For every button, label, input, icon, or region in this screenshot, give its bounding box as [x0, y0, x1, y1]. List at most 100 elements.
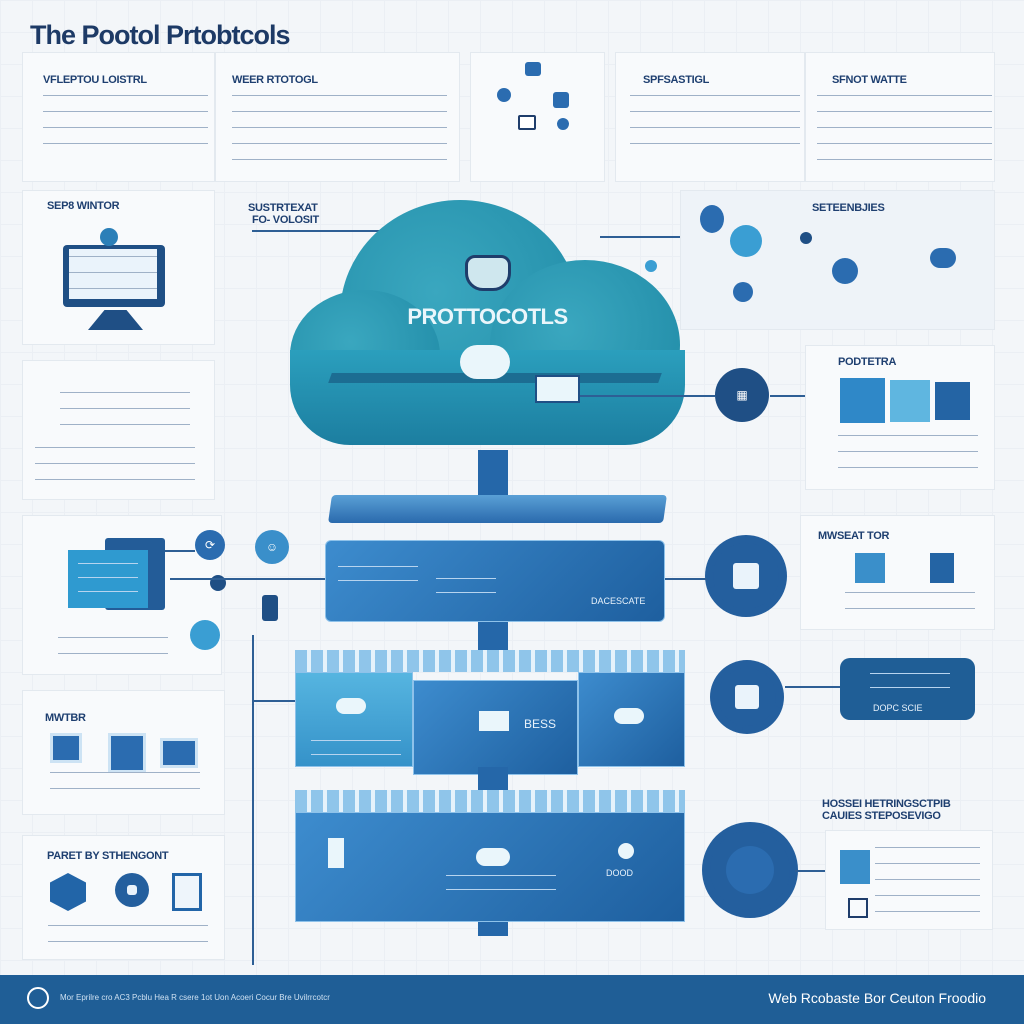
stack-layer-3-box — [578, 672, 685, 767]
text-lines — [58, 630, 168, 662]
connector — [770, 395, 830, 397]
connector — [785, 686, 842, 688]
footer-text: Mor Eprilre cro AC3 Pcblu Hea R csere 1o… — [60, 993, 330, 1002]
shield-icon — [465, 255, 511, 291]
monitor-icon — [518, 115, 536, 130]
bottom-right-heading: HOSSEI HETRINGSCTPIB — [822, 798, 951, 810]
gear-heading: MWSEAT TOR — [818, 530, 890, 542]
cloud-icon — [460, 345, 510, 379]
text-lines — [60, 385, 190, 425]
monitor-icon — [63, 245, 165, 307]
info-pill: DOPC SCIE — [840, 658, 975, 720]
node-icon — [733, 282, 753, 302]
checklist-icon — [172, 873, 202, 911]
connector — [252, 230, 422, 232]
gear-icon — [702, 822, 798, 918]
screen-icon — [840, 378, 885, 423]
text-lines — [35, 440, 195, 485]
server-icon — [525, 62, 541, 76]
gear-icon — [710, 660, 784, 734]
text-lines — [838, 428, 978, 478]
protocols-cloud: PROTTOCOTLS — [290, 200, 685, 450]
monitor-heading: SEP8 WINTOR — [47, 200, 120, 212]
monitor-stand — [88, 310, 143, 330]
gear-icon — [115, 873, 149, 907]
building-icon — [328, 838, 344, 868]
screen-icon — [890, 380, 930, 422]
stack-layer-4-top — [295, 790, 685, 812]
users-icon: ☺ — [255, 530, 289, 564]
network-heading: SETEENBJIES — [812, 202, 885, 214]
connector — [795, 870, 825, 872]
text-lines — [48, 918, 208, 950]
connector — [170, 578, 325, 580]
connector — [580, 395, 715, 397]
pillar — [478, 450, 508, 500]
person-icon — [700, 205, 724, 233]
text-lines — [630, 88, 800, 153]
hand-icon — [832, 258, 858, 284]
connector — [665, 578, 707, 580]
monitor-icon — [535, 375, 580, 403]
connector — [165, 550, 195, 552]
document-icon — [930, 553, 954, 583]
cloud-icon — [930, 248, 956, 268]
page-title: The Pootol Prtobtcols — [30, 20, 290, 50]
screen-icon — [848, 898, 868, 918]
node-icon — [557, 118, 569, 130]
footer: Mor Eprilre cro AC3 Pcblu Hea R csere 1o… — [0, 975, 1024, 1024]
stack-layer-3-box — [295, 672, 413, 767]
hand-icon — [730, 225, 762, 257]
layer-label: BESS — [524, 717, 557, 731]
folder-icon — [553, 92, 569, 108]
pillar — [478, 922, 508, 936]
stack-layer-4: DOOD — [295, 812, 685, 922]
screen-icon — [50, 733, 82, 763]
stack-layer-3-top — [295, 650, 685, 672]
text-lines — [43, 88, 208, 153]
layer-label: DOOD — [606, 868, 633, 878]
center-subheading: FO- VOLOSIT — [252, 214, 319, 226]
node-icon — [497, 88, 511, 102]
stack-layer-1 — [328, 495, 667, 523]
stack-layer-2: DACESCATE — [325, 540, 665, 622]
layer-label: DACESCATE — [591, 596, 646, 606]
screen-icon — [935, 382, 970, 420]
cards-heading: MWTBR — [45, 712, 86, 724]
text-lines — [232, 88, 447, 163]
top-panel-heading: SFNOT WATTE — [832, 74, 907, 86]
top-panel-heading: VFLEPTOU LOISTRL — [43, 74, 147, 86]
panel-heading: PODTETRA — [838, 356, 897, 368]
user-icon — [618, 843, 634, 859]
building-icon: ▦ — [715, 368, 769, 422]
bottom-right-heading: CAUIES STEPOSEVIGO — [822, 810, 941, 822]
text-lines — [845, 585, 975, 615]
text-lines — [817, 88, 992, 163]
connector — [252, 700, 297, 702]
top-panel-heading: WEER RTOTOGL — [232, 74, 318, 86]
screen-icon — [855, 553, 885, 583]
gear-icon — [705, 535, 787, 617]
document-icon — [68, 550, 148, 608]
globe-icon — [100, 228, 118, 246]
cloud-label: PROTTOCOTLS — [407, 304, 568, 329]
top-panel-heading: SPFSASTIGL — [643, 74, 710, 86]
feather-icon — [190, 620, 220, 650]
footer-title: Web Rcobaste Bor Ceuton Froodio — [768, 990, 986, 1006]
text-lines — [50, 765, 200, 797]
steps-heading: PARET BY STHENGONT — [47, 850, 169, 862]
node-icon — [645, 260, 657, 272]
cloud-icon — [476, 848, 510, 866]
phone-icon — [262, 595, 278, 621]
text-lines — [875, 840, 980, 925]
tool-icon — [840, 850, 870, 884]
pill-label: DOPC SCIE — [873, 703, 923, 713]
pillar — [478, 622, 508, 652]
center-subheading: SUSTRTEXAT — [248, 202, 318, 214]
screen-icon — [160, 738, 198, 768]
logo-icon — [27, 987, 49, 1009]
node-icon — [800, 232, 812, 244]
stack-layer-3-box: BESS — [413, 680, 578, 775]
link-icon: ⟳ — [195, 530, 225, 560]
connector — [252, 635, 254, 965]
